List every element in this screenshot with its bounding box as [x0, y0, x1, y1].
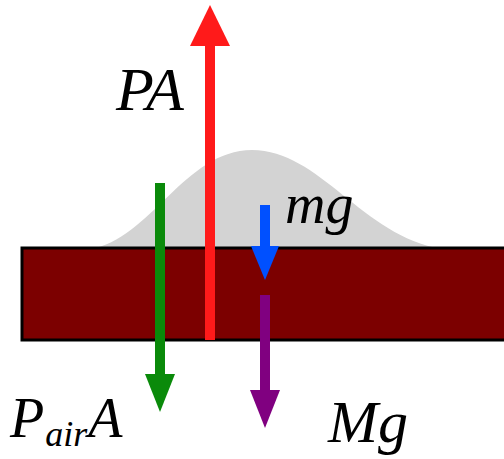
- pressure-force-arrow: [205, 40, 215, 340]
- force-label: A: [88, 390, 122, 446]
- force-label: PA: [116, 58, 184, 120]
- air-force-head: [145, 374, 175, 412]
- air-force-arrow: [155, 183, 165, 378]
- load-weight-arrow: [260, 205, 270, 252]
- force-label: P: [10, 390, 44, 446]
- subscript-label: air: [45, 416, 87, 452]
- load-weight-head: [251, 246, 279, 280]
- force-label: Mg: [328, 392, 408, 452]
- pressure-force-head: [190, 5, 230, 46]
- force-label: mg: [285, 176, 353, 232]
- slab-weight-head: [250, 390, 280, 428]
- slab-weight-arrow: [260, 295, 270, 394]
